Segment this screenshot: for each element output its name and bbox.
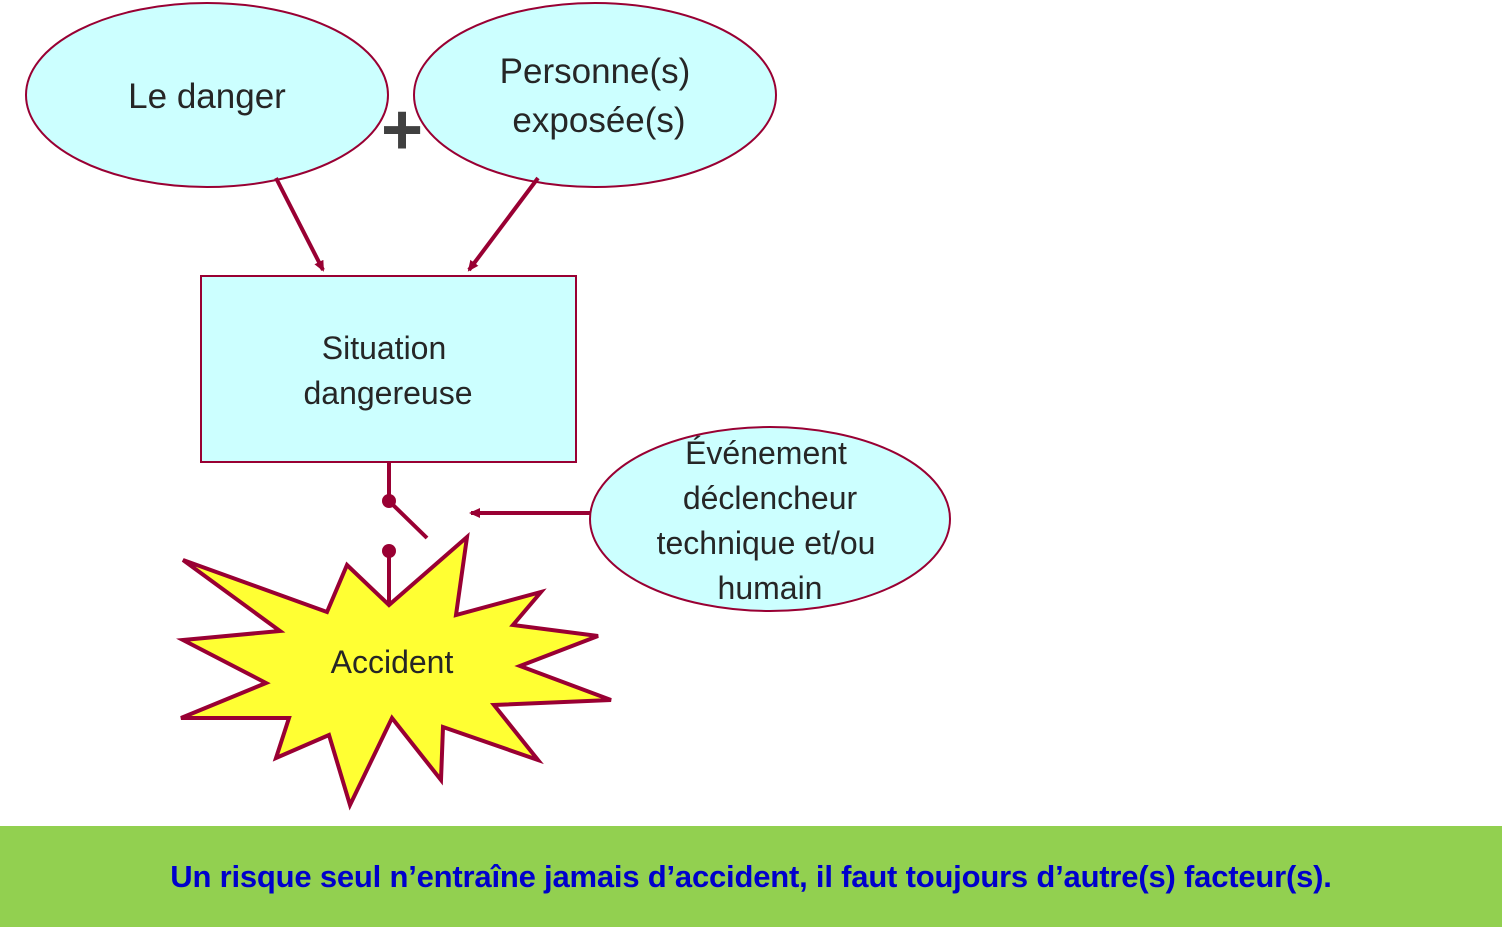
footer-banner: Un risque seul n’entraîne jamais d’accid… (0, 826, 1502, 927)
exposed-person-label-line2: exposée(s) (512, 101, 685, 140)
trigger-event-ellipse (589, 426, 951, 612)
accident-label: Accident (331, 644, 454, 680)
trigger-event-label-line1: Événement (685, 435, 847, 471)
trigger-event-label-line3: technique et/ou (657, 525, 876, 561)
trigger-event-node: Événement déclencheur technique et/ou hu… (589, 426, 951, 612)
danger-label: Le danger (128, 77, 286, 116)
switch-lever (387, 499, 429, 540)
accident-node: Accident (176, 531, 612, 811)
switch-symbol (382, 462, 429, 605)
situation-label-line2: dangereuse (303, 375, 472, 411)
situation-node: Situation dangereuse (200, 275, 577, 463)
exposed-to-situation-arrow (467, 176, 540, 272)
risk-diagram: Le danger + Personne(s) exposée(s) Situa… (25, 2, 951, 811)
trigger-event-label-line2: déclencheur (683, 480, 858, 516)
danger-to-situation-arrow (274, 177, 325, 272)
trigger-event-label-line4: humain (718, 570, 823, 606)
footer-message: Un risque seul n’entraîne jamais d’accid… (170, 858, 1332, 894)
situation-label-line1: Situation (322, 330, 447, 366)
situation-box (200, 275, 577, 463)
danger-node: Le danger (25, 2, 389, 188)
exposed-person-ellipse (413, 2, 777, 188)
exposed-person-label-line1: Personne(s) (500, 52, 691, 91)
exposed-person-node: Personne(s) exposée(s) (413, 2, 777, 188)
accident-burst (176, 531, 612, 811)
danger-ellipse (25, 2, 389, 188)
